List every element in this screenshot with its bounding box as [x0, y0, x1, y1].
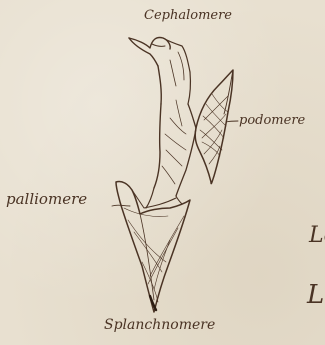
podomere-lobe	[195, 70, 233, 184]
palliomere-label: palliomere	[6, 190, 87, 208]
cropped-edge-text-top: Le	[309, 223, 325, 248]
podomere-pointer	[226, 121, 238, 122]
splanchnomere-label: Splanchnomere	[104, 317, 215, 333]
body-column	[154, 100, 196, 196]
splanchnomere-cone	[116, 181, 190, 312]
podomere-label: podomere	[239, 113, 305, 128]
cropped-edge-text-bottom: L	[307, 280, 324, 310]
cephalomere-region	[129, 37, 190, 104]
cephalomere-label: Cephalomere	[144, 8, 232, 23]
